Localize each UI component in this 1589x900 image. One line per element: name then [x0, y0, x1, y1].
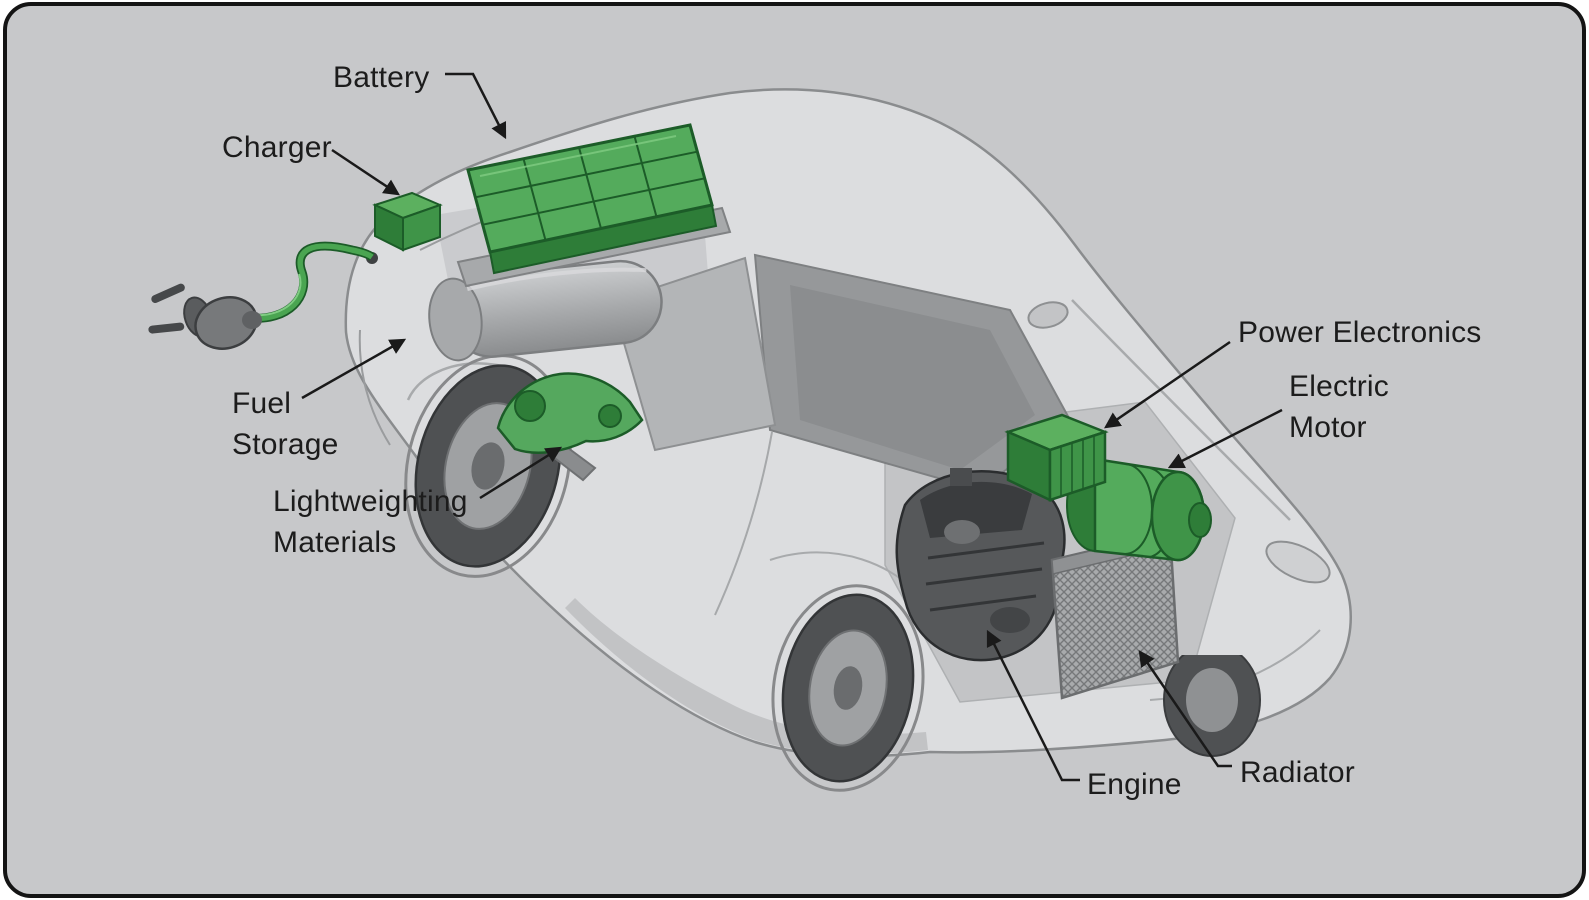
rear-bumper-line: [358, 329, 391, 446]
label-lightweighting: Lightweighting Materials: [273, 485, 468, 560]
plug-prong-bottom: [148, 322, 185, 334]
battery-pack: [456, 123, 732, 288]
charger-box: [372, 191, 443, 252]
fuel-storage-tank: [428, 259, 663, 362]
front-right-wheel-rim: [1186, 668, 1238, 732]
label-charger: Charger: [222, 131, 332, 164]
engine-lower-detail: [990, 607, 1030, 633]
battery-edge-highlight: [479, 135, 677, 177]
arrow-electric-motor: [1167, 408, 1283, 469]
lightweight-bushing-right: [598, 404, 622, 428]
plug-cable-boot: [242, 311, 262, 329]
battery-cell-grid: [475, 135, 705, 241]
lightweight-bushing-left: [514, 390, 546, 422]
label-electric-motor: Electric Motor: [1289, 370, 1389, 445]
headlight: [1265, 540, 1331, 584]
label-radiator: Radiator: [1240, 756, 1355, 789]
front-hub: [833, 666, 863, 710]
arrow-engine: [986, 629, 1080, 782]
fuel-tank-highlight: [466, 267, 647, 291]
arrow-charger: [331, 148, 401, 196]
rear-hub: [471, 442, 505, 490]
lightweighting-materials-part: [496, 372, 644, 482]
arrow-battery: [445, 72, 507, 140]
pe-cooling-ribs: [1060, 435, 1095, 497]
door-seam-line: [714, 431, 773, 616]
side-mirror: [1027, 301, 1069, 329]
fuel-tank-end-cap: [428, 277, 483, 362]
charge-cable-highlight: [249, 273, 302, 317]
label-battery: Battery: [333, 61, 430, 94]
label-engine: Engine: [1087, 768, 1182, 801]
label-power-electronics: Power Electronics: [1238, 316, 1482, 349]
engine-top-cover: [920, 481, 1032, 538]
motor-shaft-cap: [1188, 502, 1212, 538]
pe-right-face: [1048, 430, 1107, 502]
arrow-radiator: [1138, 649, 1232, 768]
label-fuel-storage: Fuel Storage: [232, 387, 339, 462]
rear-wheel-arch: [404, 354, 572, 578]
engine-pulley: [944, 520, 980, 544]
annotation-arrows: [301, 72, 1283, 782]
engine-ribs: [925, 541, 1045, 612]
engine-block: [895, 468, 1066, 662]
arrow-power-electronics: [1103, 340, 1231, 429]
arrow-fuel-storage: [301, 338, 407, 400]
engine-cap: [950, 468, 972, 486]
power-electronics-unit: [1004, 413, 1109, 502]
plug-prong-top: [151, 283, 185, 304]
windshield-reflection: [790, 285, 1035, 470]
front-wheel-arch: [771, 584, 925, 792]
charging-plug-icon: [148, 241, 378, 350]
charger-right-face: [402, 203, 441, 252]
front-wheel: [771, 584, 925, 792]
charge-cable: [247, 243, 374, 322]
hood-crease-line: [1071, 299, 1291, 521]
arrow-lightweighting: [479, 446, 563, 500]
